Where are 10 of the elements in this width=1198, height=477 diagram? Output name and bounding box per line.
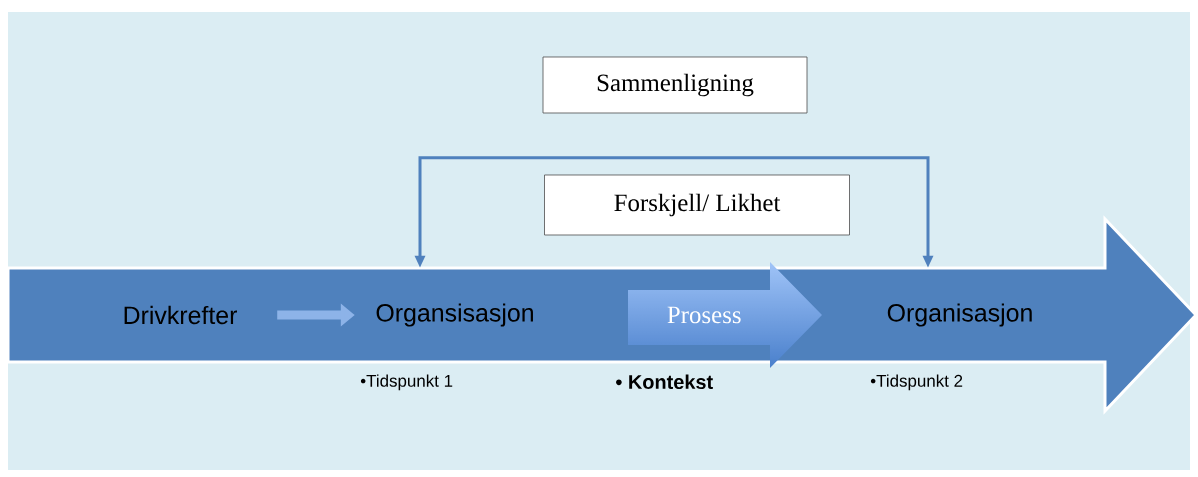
stage-label: Organisasjon [887,303,1032,327]
stage-label: Organsisasjon [376,303,533,327]
arrow-band [6,215,1198,415]
note-text: •Tidspunkt 2 [870,374,963,391]
label-box: Sammenligning [542,56,808,114]
stage-label: Drivkrefter [124,305,237,325]
note-text: • Kontekst [616,374,713,389]
note-text: •Tidspunkt 1 [360,374,453,391]
process-arrow: Prosess [667,306,741,324]
label-box: Forskjell/ Likhet [544,174,850,236]
